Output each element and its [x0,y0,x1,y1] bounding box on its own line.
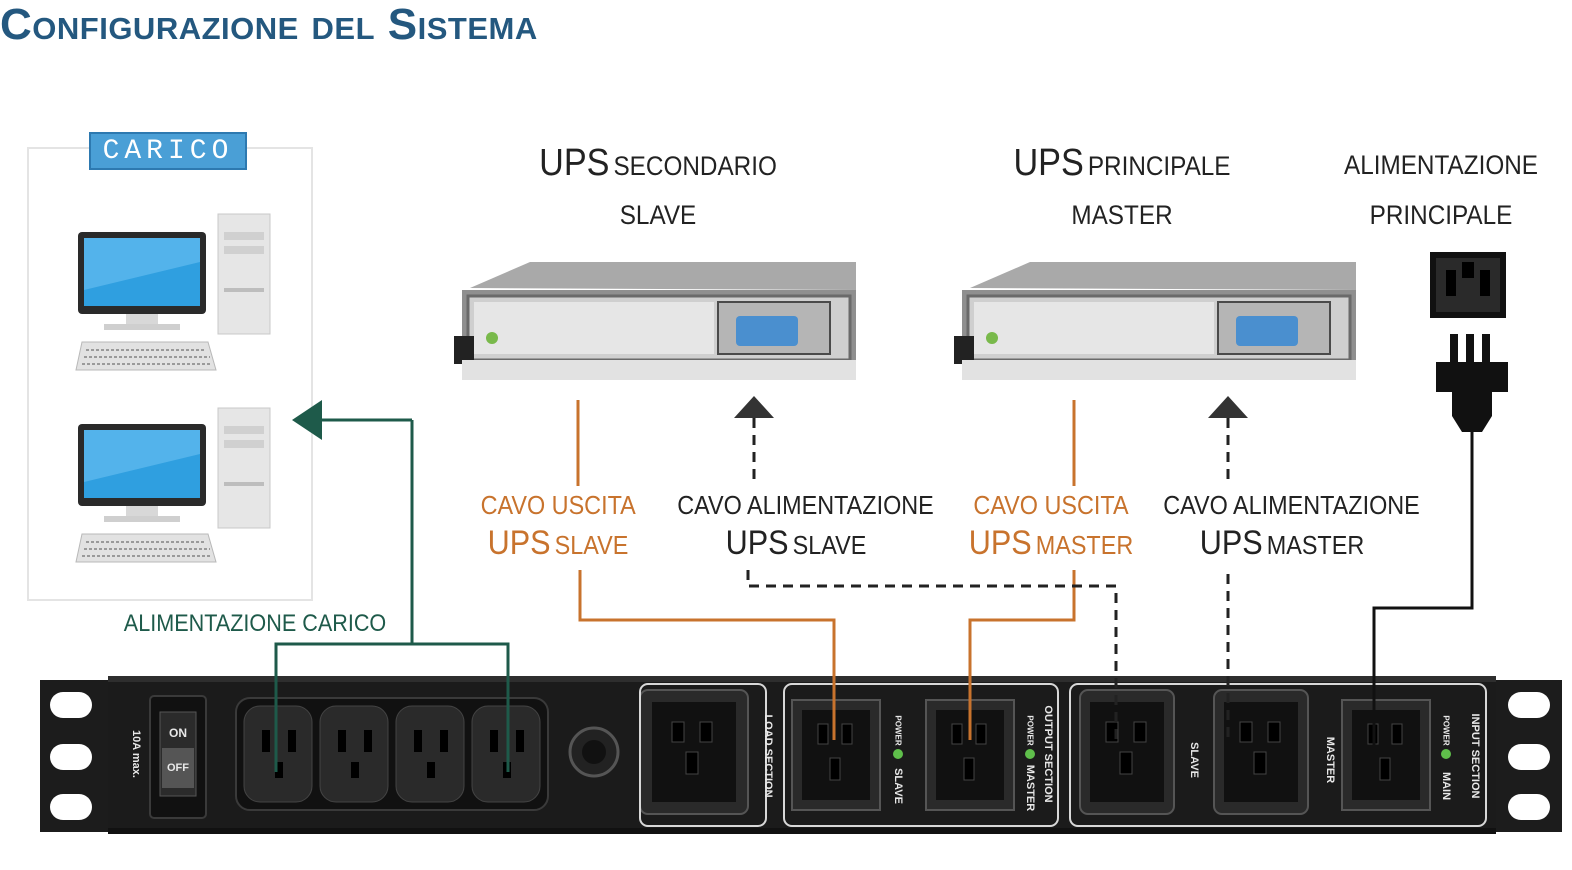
master-output-label-line1: CAVO USCITA [973,490,1129,520]
ups-master-heading-small: PRINCIPALE [1087,151,1231,181]
slave-power-cable [746,418,1118,740]
slave-output-label-small: SLAVE [554,530,629,560]
switch-on-label: ON [169,726,187,740]
input-section-frame [1069,683,1487,827]
computer-icon [75,407,271,563]
ups-master-unit [954,262,1356,380]
page-title: Configurazione del Sistema [0,0,538,49]
master-output-label-line2: UPS MASTER [966,524,1137,563]
load-section-frame [639,683,767,827]
load-supply-label: ALIMENTAZIONE CARICO [123,610,387,637]
breaker-button [568,726,620,778]
power-plug-icon [1436,334,1508,432]
mains-cable [1372,432,1474,746]
computer-icon [75,213,271,371]
load-section-label: LOAD SECTION [762,714,774,798]
input-master-socket [1213,689,1309,815]
slave-output-label-big: UPS [487,524,551,562]
carico-badge-label: CARICO [102,136,234,167]
ups-slave-heading-big: UPS [539,142,610,184]
load-section-socket [639,689,749,815]
slave-power-label-line1: CAVO ALIMENTAZIONE [677,490,934,520]
main-name-label: MAIN [1440,771,1452,801]
rating-label: 10A max. [130,730,142,778]
mains-label-line2: PRINCIPALE [1369,200,1513,230]
output-section-frame [783,683,1059,827]
master-power-label-small: MASTER [1266,530,1365,560]
ups-master-heading-big: UPS [1013,142,1084,184]
master-output-label-big: UPS [968,524,1032,562]
master-output-name-label: MASTER [1024,764,1036,812]
power-switch [149,695,207,819]
input-slave-socket [1079,689,1175,815]
master-power-label-big: UPS [1199,524,1263,562]
ups-slave-subheading: SLAVE [619,200,697,230]
output-section-label: OUTPUT SECTION [1042,705,1054,803]
slave-output-cable [576,400,836,740]
wall-socket-icon [1430,252,1506,318]
slave-power-label-line2: UPS SLAVE [677,524,915,563]
mains-label-line1: ALIMENTAZIONE [1344,150,1538,180]
master-power-label-line1: CAVO ALIMENTAZIONE [1163,490,1420,520]
slave-output-label-line2: UPS SLAVE [481,524,636,563]
load-socket-group [235,697,549,811]
master-output-power-label: POWER [1025,715,1035,746]
input-section-label: INPUT SECTION [1469,713,1481,799]
slave-output-label-line1: CAVO USCITA [480,490,636,520]
carico-badge [89,132,247,170]
main-power-label: POWER [1441,715,1451,746]
slave-output-name-label: SLAVE [892,768,904,804]
master-power-arrow-icon [1208,396,1248,418]
slave-output-power-label: POWER [893,715,903,746]
load-supply-cable [274,418,510,772]
output-slave-socket [791,699,903,811]
ups-master-subheading: MASTER [1071,200,1173,230]
input-master-name-label: MASTER [1324,736,1336,784]
ups-slave-unit [454,262,856,380]
slave-power-arrow-icon [734,396,774,418]
master-output-cable [968,400,1076,740]
input-slave-name-label: SLAVE [1188,742,1200,778]
ups-master-heading: UPS PRINCIPALE [1007,142,1237,185]
switch-off-label: OFF [167,762,189,774]
input-main-socket [1341,699,1451,811]
ups-slave-heading: UPS SECONDARIO [534,142,782,185]
master-output-label-small: MASTER [1035,530,1134,560]
master-power-label-line2: UPS MASTER [1163,524,1401,563]
slave-power-label-big: UPS [725,524,789,562]
ups-slave-heading-small: SECONDARIO [613,151,777,181]
load-arrow-icon [292,400,322,440]
slave-power-label-small: SLAVE [792,530,867,560]
